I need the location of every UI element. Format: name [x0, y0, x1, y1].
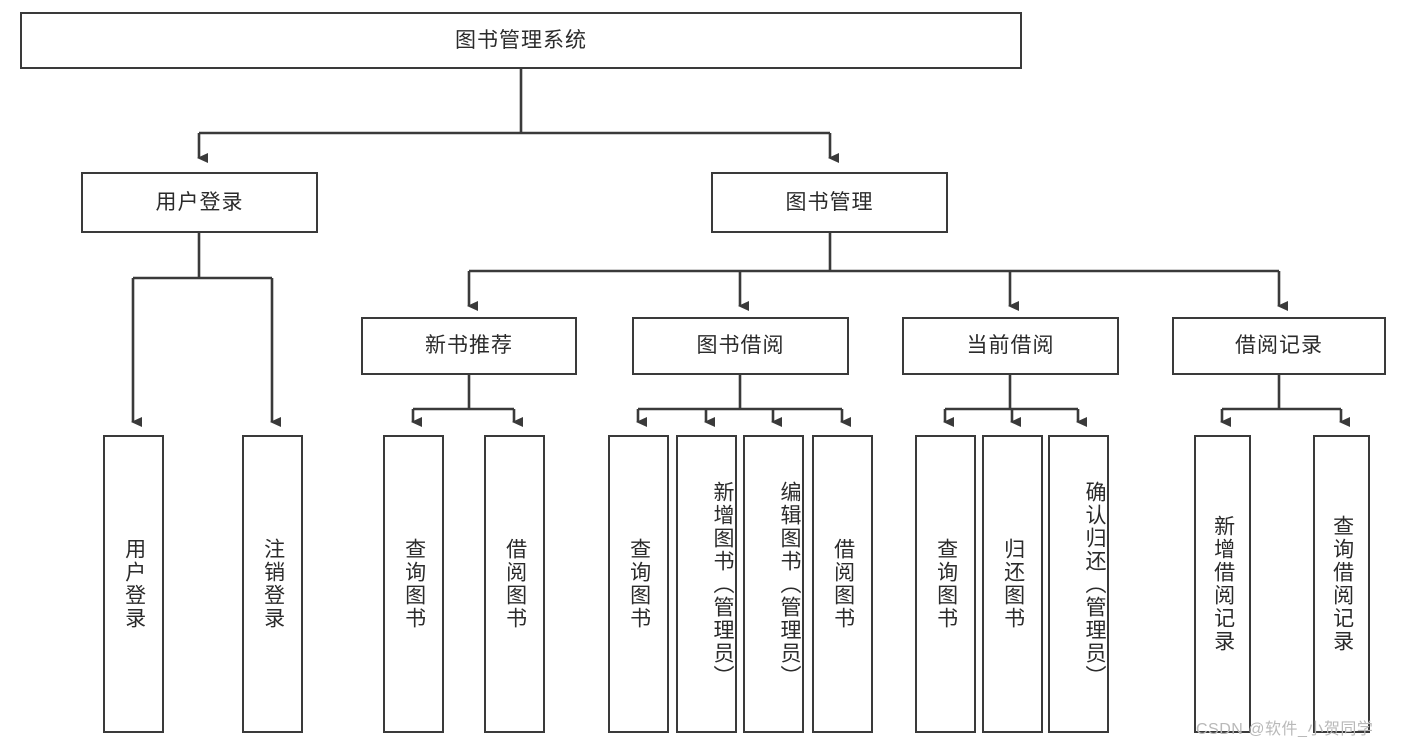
leaf-user-login-login[interactable]: 用户登录 [103, 435, 164, 733]
leaf-borrow-record-add-record[interactable]: 新增借阅记录 [1194, 435, 1251, 733]
node-label: 查询图书 [402, 538, 426, 630]
leaf-new-book-borrow-book[interactable]: 借阅图书 [484, 435, 545, 733]
leaf-book-borrow-add-book-admin[interactable]: 新增图书（管理员） [676, 435, 737, 733]
node-label: 新增图书（管理员） [711, 480, 734, 688]
node-book-borrow[interactable]: 图书借阅 [632, 317, 849, 375]
node-label: 注销登录 [261, 538, 285, 630]
node-label: 用户登录 [155, 190, 244, 214]
csdn-watermark: CSDN @软件_小贺同学 [1196, 721, 1374, 738]
node-label: 归还图书 [1001, 538, 1025, 630]
node-label: 借阅图书 [503, 538, 527, 630]
node-label: 新书推荐 [425, 334, 513, 358]
leaf-book-borrow-query-book[interactable]: 查询图书 [608, 435, 669, 733]
node-label: 查询借阅记录 [1330, 515, 1354, 653]
node-label: 查询图书 [934, 538, 958, 630]
node-label: 查询图书 [627, 538, 651, 630]
node-label: 用户登录 [122, 538, 146, 630]
leaf-borrow-record-query-record[interactable]: 查询借阅记录 [1313, 435, 1370, 733]
node-label: 确认归还（管理员） [1083, 480, 1106, 688]
leaf-new-book-query-book[interactable]: 查询图书 [383, 435, 444, 733]
node-borrow-record[interactable]: 借阅记录 [1172, 317, 1386, 375]
node-label: 借阅记录 [1235, 334, 1323, 358]
leaf-current-borrow-confirm-return-admin[interactable]: 确认归还（管理员） [1048, 435, 1109, 733]
leaf-current-borrow-return-book[interactable]: 归还图书 [982, 435, 1043, 733]
node-label: 借阅图书 [831, 538, 855, 630]
node-current-borrow[interactable]: 当前借阅 [902, 317, 1119, 375]
node-label: 新增借阅记录 [1211, 515, 1235, 653]
node-label: 编辑图书（管理员） [778, 480, 801, 688]
leaf-book-borrow-edit-book-admin[interactable]: 编辑图书（管理员） [743, 435, 804, 733]
node-new-book-recommend[interactable]: 新书推荐 [361, 317, 577, 375]
node-user-login[interactable]: 用户登录 [81, 172, 318, 233]
leaf-current-borrow-query-book[interactable]: 查询图书 [915, 435, 976, 733]
leaf-user-login-logout[interactable]: 注销登录 [242, 435, 303, 733]
leaf-book-borrow-borrow-book[interactable]: 借阅图书 [812, 435, 873, 733]
node-label: 图书管理系统 [455, 28, 587, 52]
node-book-management[interactable]: 图书管理 [711, 172, 948, 233]
node-label: 图书管理 [785, 190, 874, 214]
node-label: 图书借阅 [696, 334, 785, 358]
node-root-book-management-system[interactable]: 图书管理系统 [20, 12, 1022, 69]
node-label: 当前借阅 [966, 334, 1055, 358]
